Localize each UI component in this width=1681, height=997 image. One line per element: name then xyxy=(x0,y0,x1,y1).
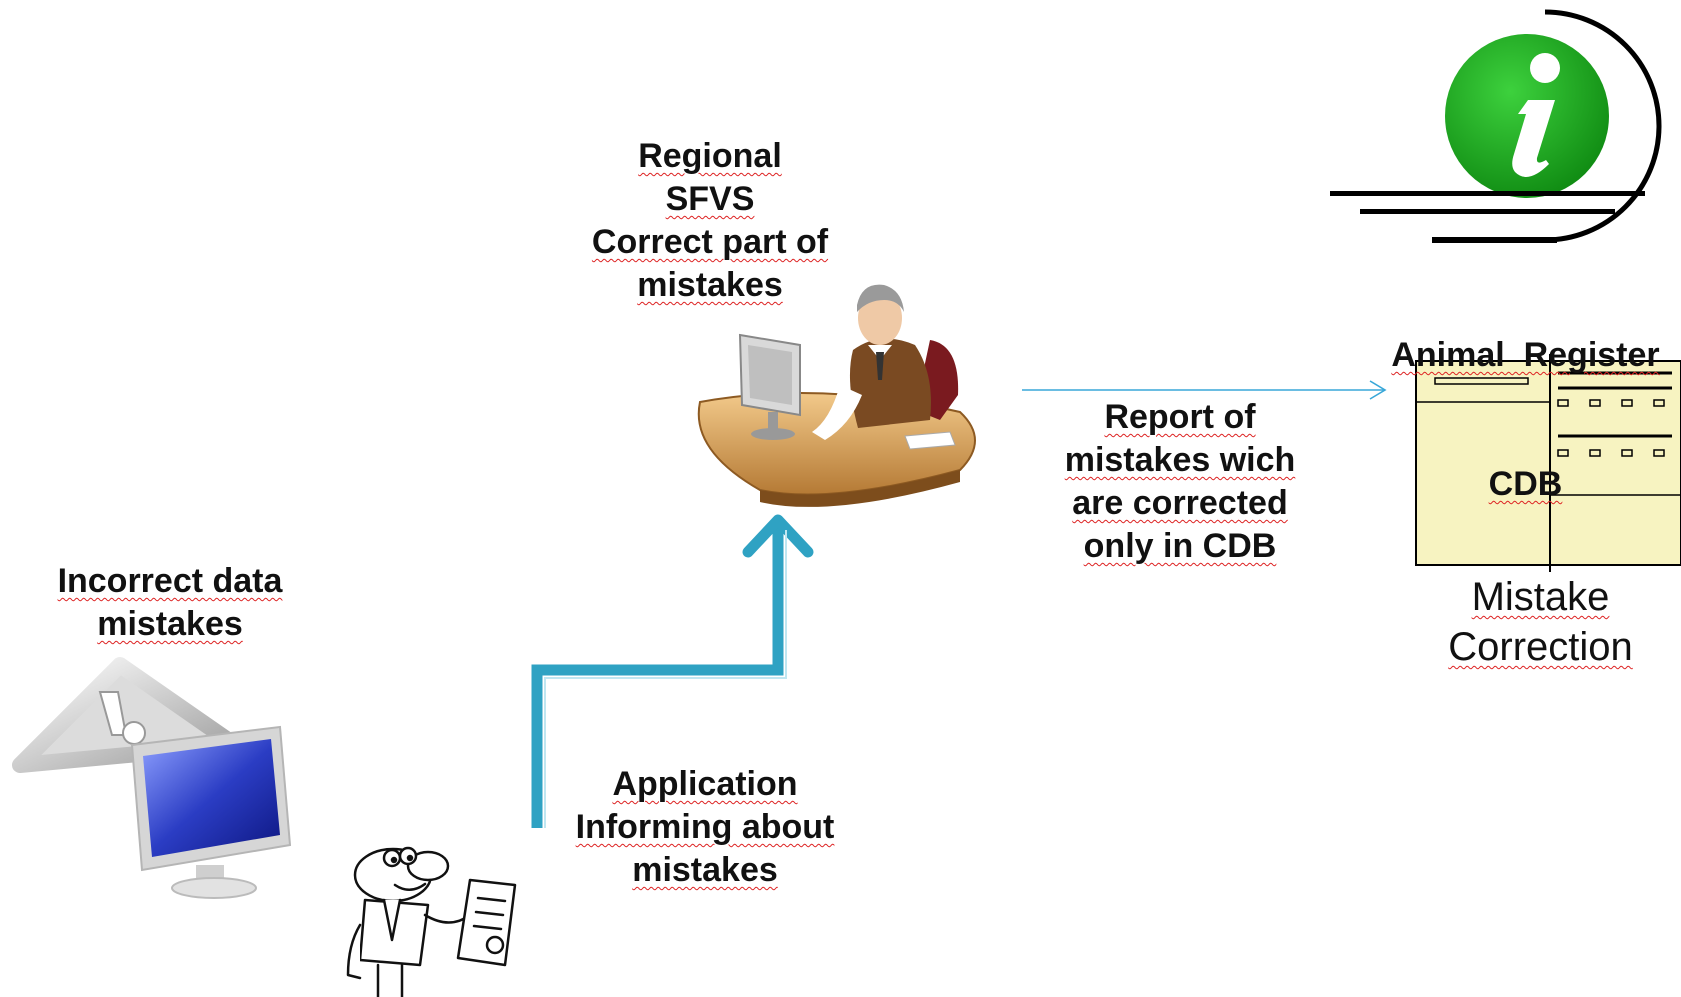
office-worker-icon xyxy=(697,284,976,507)
report-label: Report of mistakes wich are corrected on… xyxy=(1064,398,1296,565)
applicant-cartoon-icon xyxy=(346,846,517,997)
regional-sfvs-label: Regional SFVS Correct part of mistakes xyxy=(591,137,829,304)
correction-form-icon xyxy=(1415,354,1681,572)
warning-monitor-icon xyxy=(12,657,292,899)
incorrect-data-label: Incorrect data mistakes xyxy=(57,562,283,643)
application-label: Application Informing about mistakes xyxy=(575,765,835,889)
mistake-correction-label: Mistake Correction xyxy=(1448,575,1633,669)
application-arrow xyxy=(531,514,814,828)
info-icon xyxy=(1330,9,1662,243)
animal-register-label: Animal Register CDB xyxy=(1391,336,1660,503)
report-arrow xyxy=(1022,380,1387,400)
